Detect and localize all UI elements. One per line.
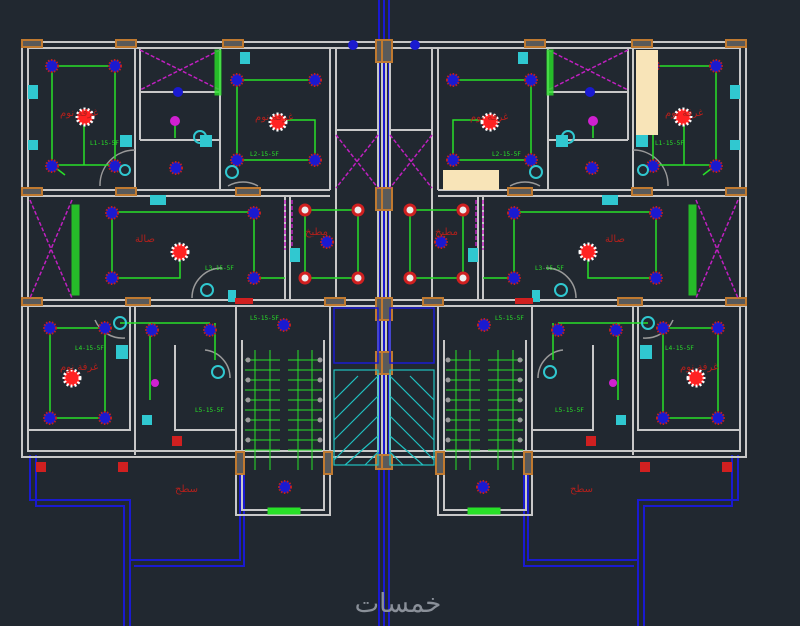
room-label: غرفة نوم — [680, 362, 718, 373]
fill-block — [443, 170, 499, 190]
room-label: صالة — [135, 234, 155, 245]
circuit-label: L3-15-5F — [205, 265, 234, 272]
circuit-label: L1-15-5F — [655, 140, 684, 147]
circuit-label: L5-15-5F — [555, 407, 584, 414]
room-label: غرفة نوم — [60, 362, 98, 373]
circuit-label: L5-15-5F — [195, 407, 224, 414]
circuit-label: L5-15-5F — [495, 315, 524, 322]
room-label: مطبخ — [435, 227, 458, 238]
room-label: غرفة نوم — [470, 112, 508, 123]
circuit-label: L2-15-5F — [492, 151, 521, 158]
left-unit — [20, 38, 388, 626]
room-label: غرفة نوم — [60, 108, 98, 119]
room-label: مطبخ — [305, 227, 328, 238]
circuit-label: L1-15-5F — [90, 140, 119, 147]
circuit-label: L4-15-5F — [665, 345, 694, 352]
fill-block — [636, 50, 658, 135]
room-label: صالة — [605, 234, 625, 245]
right-unit — [380, 38, 748, 626]
circuit-label: L4-15-5F — [75, 345, 104, 352]
watermark-logo: خمسات — [355, 589, 442, 619]
room-label: سطح — [175, 484, 198, 495]
room-label: غرفة نوم — [255, 112, 293, 123]
circuit-label: L5-15-5F — [250, 315, 279, 322]
circuit-label: L2-15-5F — [250, 151, 279, 158]
room-label: غرفة نوم — [665, 108, 703, 119]
room-label: سطح — [570, 484, 593, 495]
circuit-label: L3-15-5F — [535, 265, 564, 272]
